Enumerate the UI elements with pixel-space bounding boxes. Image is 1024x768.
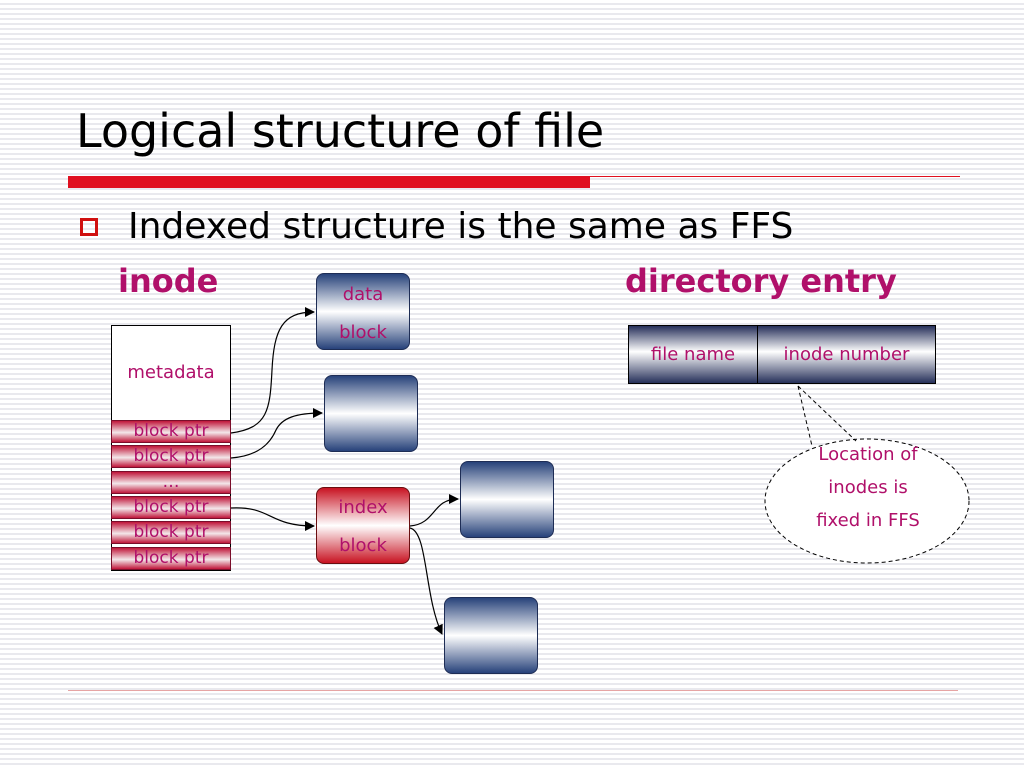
directory-entry-table: file name inode number	[628, 325, 936, 384]
title-underline	[68, 176, 590, 188]
block-ptr-4: block ptr	[111, 521, 231, 544]
index-block: index block	[316, 487, 410, 564]
footer-divider	[68, 690, 958, 691]
index-block-label-2: block	[339, 535, 387, 556]
callout-text: Location of inodes is fixed in FFS	[816, 444, 920, 531]
arrow-ptr-to-data-block	[230, 307, 315, 434]
data-block-3	[460, 461, 554, 538]
callout-bubble	[764, 438, 970, 564]
inode-heading: inode	[118, 262, 219, 300]
block-ptr-ellipsis: …	[111, 471, 231, 494]
directory-entry-heading: directory entry	[625, 262, 897, 300]
block-ptr-2: block ptr	[111, 445, 231, 468]
metadata-label: metadata	[127, 362, 215, 383]
arrow-index-to-block-4	[409, 527, 443, 635]
block-ptr-3: block ptr	[111, 496, 231, 519]
index-block-label-1: index	[338, 497, 388, 518]
arrow-index-to-block-3	[409, 494, 459, 527]
bullet-square-icon	[80, 218, 98, 236]
arrow-ptr-to-index-block	[230, 507, 315, 531]
data-block-label-2: block	[339, 322, 387, 343]
block-ptr-1: block ptr	[111, 420, 231, 443]
arrow-ptr-to-data-block-2	[230, 408, 323, 459]
data-block-4	[444, 597, 538, 674]
callout-pointer	[797, 385, 857, 447]
data-block: data block	[316, 273, 410, 350]
slide-title: Logical structure of file	[76, 104, 605, 158]
bullet-text: Indexed structure is the same as FFS	[128, 206, 794, 247]
inode-number-cell: inode number	[783, 344, 910, 365]
file-name-cell: file name	[629, 326, 758, 383]
data-block-2	[324, 375, 418, 452]
data-block-label-1: data	[342, 284, 384, 305]
block-ptr-5: block ptr	[111, 547, 231, 570]
title-underline-thin	[590, 176, 960, 177]
